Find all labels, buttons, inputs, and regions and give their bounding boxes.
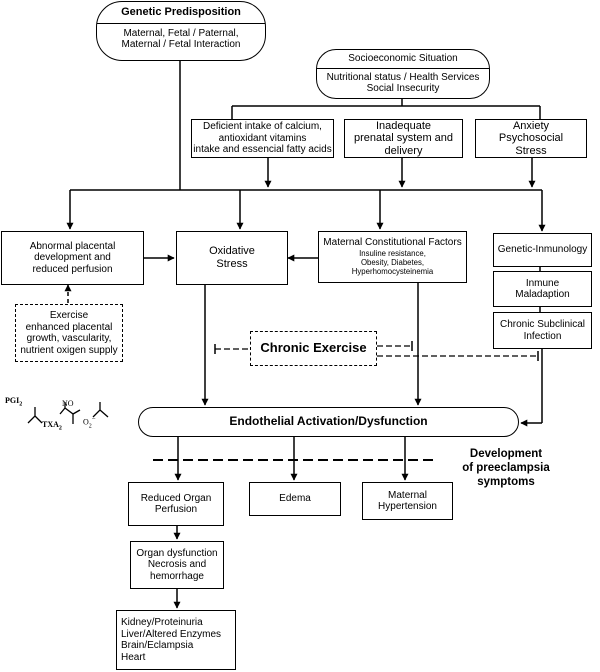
no-label: NO xyxy=(62,399,74,408)
oxidative-stress-text: Oxidative Stress xyxy=(209,245,255,270)
pgi2-label: PGI2 xyxy=(5,396,22,408)
genetic-predisposition-box: Genetic Predisposition Maternal, Fetal /… xyxy=(96,1,266,61)
maternal-constitutional-title: Maternal Constitutional Factors xyxy=(323,237,462,249)
pgi2-sub: 2 xyxy=(19,401,23,408)
socioeconomic-body: Nutritional status / Health Services Soc… xyxy=(326,71,480,95)
exercise-box: Exercise enhanced placental growth, vasc… xyxy=(15,304,123,362)
genetic-predisposition-title: Genetic Predisposition xyxy=(97,2,265,24)
inadequate-prenatal-text: Inadequate prenatal system and delivery xyxy=(353,119,454,157)
maternal-hypertension-box: Maternal Hypertension xyxy=(362,482,453,520)
endothelial-dysfunction-box: Endothelial Activation/Dysfunction xyxy=(138,407,519,437)
superoxide-text: O xyxy=(83,417,89,427)
organ-dysfunction-text: Organ dysfunction Necrosis and hemorrhag… xyxy=(136,547,218,582)
chronic-exercise-box: Chronic Exercise xyxy=(250,331,377,366)
maternal-constitutional-box: Maternal Constitutional Factors Insuline… xyxy=(318,231,467,283)
exercise-text: Exercise enhanced placental growth, vasc… xyxy=(20,310,118,356)
abnormal-placental-text: Abnormal placental development and reduc… xyxy=(29,240,116,275)
deficient-intake-text: Deficient intake of calcium, antioxidant… xyxy=(193,121,332,156)
reduced-organ-perfusion-text: Reduced Organ Perfusion xyxy=(140,492,212,516)
pgi2-text: PGI xyxy=(5,396,20,405)
txa2-label: TXA2 xyxy=(42,420,62,432)
txa2-text: TXA xyxy=(42,420,59,429)
reduced-organ-perfusion-box: Reduced Organ Perfusion xyxy=(128,482,224,526)
organ-dysfunction-box: Organ dysfunction Necrosis and hemorrhag… xyxy=(130,541,224,589)
endothelial-dysfunction-text: Endothelial Activation/Dysfunction xyxy=(229,414,428,429)
genetic-immunology-text: Genetic-Inmunology xyxy=(497,244,588,256)
txa2-sub: 2 xyxy=(58,425,62,432)
superoxide-sup: − xyxy=(91,415,96,423)
deficient-intake-box: Deficient intake of calcium, antioxidant… xyxy=(191,119,334,158)
oxidative-stress-box: Oxidative Stress xyxy=(176,231,288,285)
socioeconomic-title: Socioeconomic Situation xyxy=(317,50,489,69)
development-label: Development of preeclampsia symptoms xyxy=(428,448,584,489)
immune-maladaption-text: Inmune Maladaption xyxy=(515,277,570,301)
maternal-hypertension-text: Maternal Hypertension xyxy=(378,489,437,513)
anxiety-stress-box: Anxiety Psychosocial Stress xyxy=(475,119,587,158)
superoxide-sub: 2 xyxy=(88,423,92,430)
genetic-immunology-box: Genetic-Inmunology xyxy=(493,233,592,267)
organ-damage-box: Kidney/Proteinuria Liver/Altered Enzymes… xyxy=(116,610,236,670)
abnormal-placental-box: Abnormal placental development and reduc… xyxy=(1,231,144,285)
inadequate-prenatal-box: Inadequate prenatal system and delivery xyxy=(344,119,463,158)
socioeconomic-situation-box: Socioeconomic Situation Nutritional stat… xyxy=(316,49,490,99)
edema-box: Edema xyxy=(249,482,341,516)
anxiety-stress-text: Anxiety Psychosocial Stress xyxy=(498,119,564,157)
no-text: NO xyxy=(62,399,74,408)
chronic-exercise-text: Chronic Exercise xyxy=(260,340,367,356)
edema-text: Edema xyxy=(279,493,311,505)
immune-maladaption-box: Inmune Maladaption xyxy=(493,271,592,307)
genetic-predisposition-body: Maternal, Fetal / Paternal, Maternal / F… xyxy=(121,27,241,51)
chronic-infection-text: Chronic Subclinical Infection xyxy=(499,319,586,342)
development-text: Development of preeclampsia symptoms xyxy=(462,448,550,488)
organ-damage-text: Kidney/Proteinuria Liver/Altered Enzymes… xyxy=(121,617,222,663)
chronic-infection-box: Chronic Subclinical Infection xyxy=(493,312,592,349)
superoxide-label: O2− xyxy=(83,415,96,429)
maternal-constitutional-body: Insuline resistance, Obesity, Diabetes, … xyxy=(351,248,434,276)
